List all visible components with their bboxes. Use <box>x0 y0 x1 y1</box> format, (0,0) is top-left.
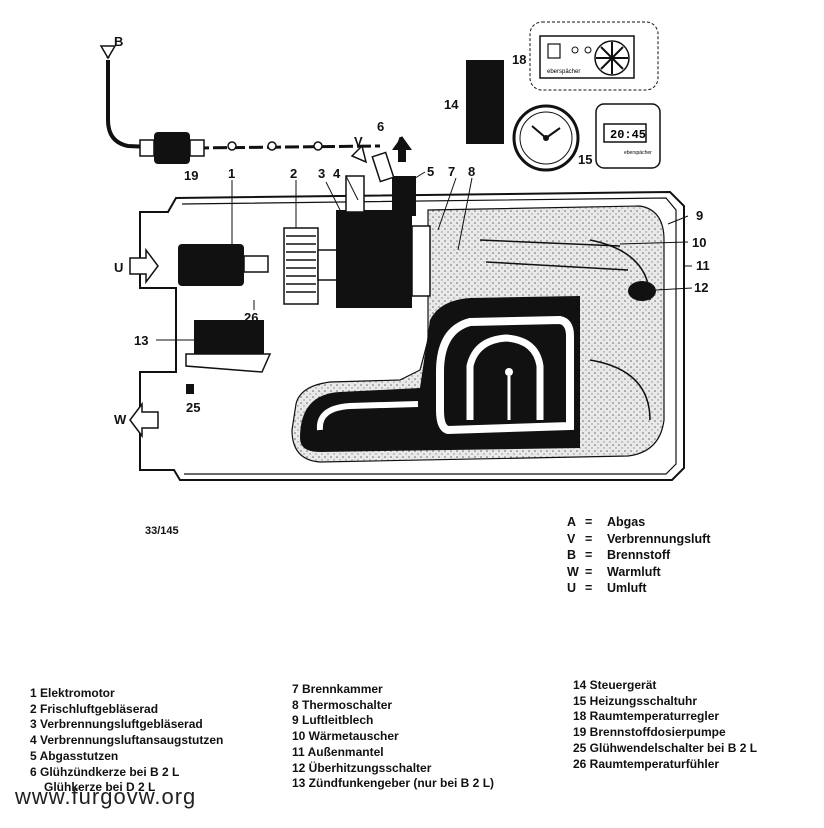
legend-item: 15 Heizungsschaltuhr <box>573 693 698 708</box>
abgas-arrow <box>392 136 412 162</box>
abbr-row: U=Umluft <box>567 581 647 595</box>
warmluft-arrow <box>129 401 159 439</box>
figure-reference: 33/145 <box>145 525 179 537</box>
callout-18: 18 <box>512 52 526 67</box>
flow-label-w: W <box>114 412 127 427</box>
heat-exchanger <box>291 205 665 463</box>
legend-item: 6 Glühzündkerze bei B 2 L <box>30 764 180 779</box>
digital-timer: 20:45 eberspächer <box>595 103 661 169</box>
callout-26: 26 <box>244 310 258 325</box>
flow-label-v: V <box>354 134 363 149</box>
fuel-line <box>99 45 381 151</box>
callout-10: 10 <box>692 235 706 250</box>
legend-item: 13 Zündfunkengeber (nur bei B 2 L) <box>292 776 495 791</box>
callout-25: 25 <box>186 400 200 415</box>
timer-brand: eberspächer <box>624 150 652 156</box>
legend-item: 3 Verbrennungsluftgebläserad <box>30 717 203 732</box>
abbr-row: V=Verbrennungsluft <box>567 531 711 546</box>
callout-11: 11 <box>696 258 710 273</box>
watermark: www.furgovw.org <box>15 784 197 809</box>
overheat-switch <box>628 281 656 301</box>
burner-assembly <box>178 151 431 394</box>
abbr-row: A=Abgas <box>567 515 646 529</box>
flow-label-b: B <box>114 34 123 49</box>
thermostat-brand: eberspächer <box>547 69 580 75</box>
legend-item: 11 Außenmantel <box>292 744 384 759</box>
legend-item: 18 Raumtemperaturregler <box>573 709 720 724</box>
abbr-row: W=Warmluft <box>567 564 661 579</box>
flow-label-a: A <box>396 134 406 149</box>
legend-item: 4 Verbrennungsluftansaugstutzen <box>30 733 224 748</box>
legend-item: 7 Brennkammer <box>292 682 383 696</box>
legend-item: 14 Steuergerät <box>573 678 657 692</box>
callout-8: 8 <box>468 164 475 179</box>
callout-3: 3 <box>318 166 325 181</box>
legend-item: 26 Raumtemperaturfühler <box>573 756 720 771</box>
callout-15: 15 <box>578 152 592 167</box>
legend-item: 2 Frischluftgebläserad <box>30 701 159 716</box>
control-unit <box>466 60 504 144</box>
legend-item: 19 Brennstoffdosierpumpe <box>573 725 726 740</box>
callout-19: 19 <box>184 168 198 183</box>
room-thermostat: eberspächer <box>529 21 659 91</box>
callout-6: 6 <box>377 119 384 134</box>
callout-14: 14 <box>444 97 459 112</box>
legend-column-3: 14 Steuergerät 15 Heizungsschaltuhr 18 R… <box>573 678 757 772</box>
abbr-row: B=Brennstoff <box>567 548 671 562</box>
leader-lines <box>156 171 693 341</box>
legend-column-1: 1 Elektromotor 2 Frischluftgebläserad 3 … <box>30 686 223 796</box>
umluft-arrow <box>129 247 159 285</box>
abbreviation-key: A=Abgas V=Verbrennungsluft B=Brennstoff … <box>567 514 710 597</box>
legend-item: 5 Abgasstutzen <box>30 748 119 763</box>
legend-item: 9 Luftleitblech <box>292 713 374 728</box>
callout-4: 4 <box>333 166 341 181</box>
callout-7: 7 <box>448 164 455 179</box>
callout-5: 5 <box>427 164 434 179</box>
legend-column-2: 7 Brennkammer 8 Thermoschalter 9 Luftlei… <box>292 682 494 792</box>
callout-12: 12 <box>694 280 708 295</box>
legend-item: Glühkerze bei D 2 L <box>44 780 156 795</box>
legend-item: 1 Elektromotor <box>30 686 115 700</box>
analog-clock <box>512 104 580 172</box>
legend-item: 8 Thermoschalter <box>292 697 393 712</box>
callout-1: 1 <box>228 166 235 181</box>
legend-item: 12 Überhitzungsschalter <box>292 760 432 775</box>
flow-label-u: U <box>114 260 123 275</box>
fuel-dosing-pump <box>139 132 205 164</box>
legend-item: 25 Glühwendelschalter bei B 2 L <box>573 740 758 755</box>
legend-item: 10 Wärmetauscher <box>292 729 399 744</box>
timer-display: 20:45 <box>610 128 646 142</box>
callout-13: 13 <box>134 333 148 348</box>
verbrennungsluft-arrow <box>350 144 368 164</box>
callout-2: 2 <box>290 166 297 181</box>
callout-9: 9 <box>696 208 703 223</box>
